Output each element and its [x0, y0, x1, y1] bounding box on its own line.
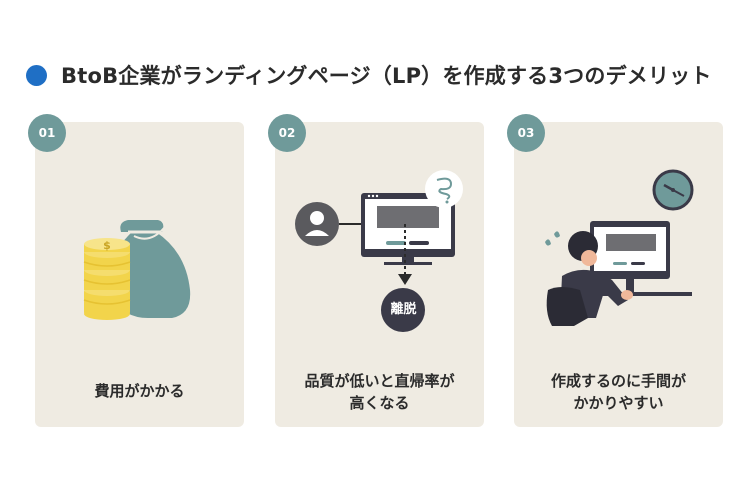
card-label-line: 高くなる [349, 394, 410, 412]
card-label-line: 品質が低いと直帰率が [304, 372, 455, 390]
card-label: 費用がかかる [35, 380, 244, 402]
page-header: BtoB企業がランディングページ（LP）を作成する3つのデメリット [26, 58, 712, 92]
card-label-line: かかりやすい [573, 394, 664, 412]
leave-label: 離脱 [390, 302, 417, 317]
card-label-line: 費用がかかる [94, 382, 185, 400]
card-number-badge: 02 [268, 114, 306, 152]
card-label-line: 作成するのに手間が [550, 372, 686, 390]
card-number-badge: 01 [28, 114, 66, 152]
card-label: 作成するのに手間が かかりやすい [514, 370, 723, 414]
svg-text:$: $ [103, 239, 111, 252]
card-number-badge: 03 [507, 114, 545, 152]
page-title: BtoB企業がランディングページ（LP）を作成する3つのデメリット [61, 64, 712, 88]
title-bullet-icon [26, 64, 47, 86]
card-label: 品質が低いと直帰率が 高くなる [275, 370, 484, 414]
